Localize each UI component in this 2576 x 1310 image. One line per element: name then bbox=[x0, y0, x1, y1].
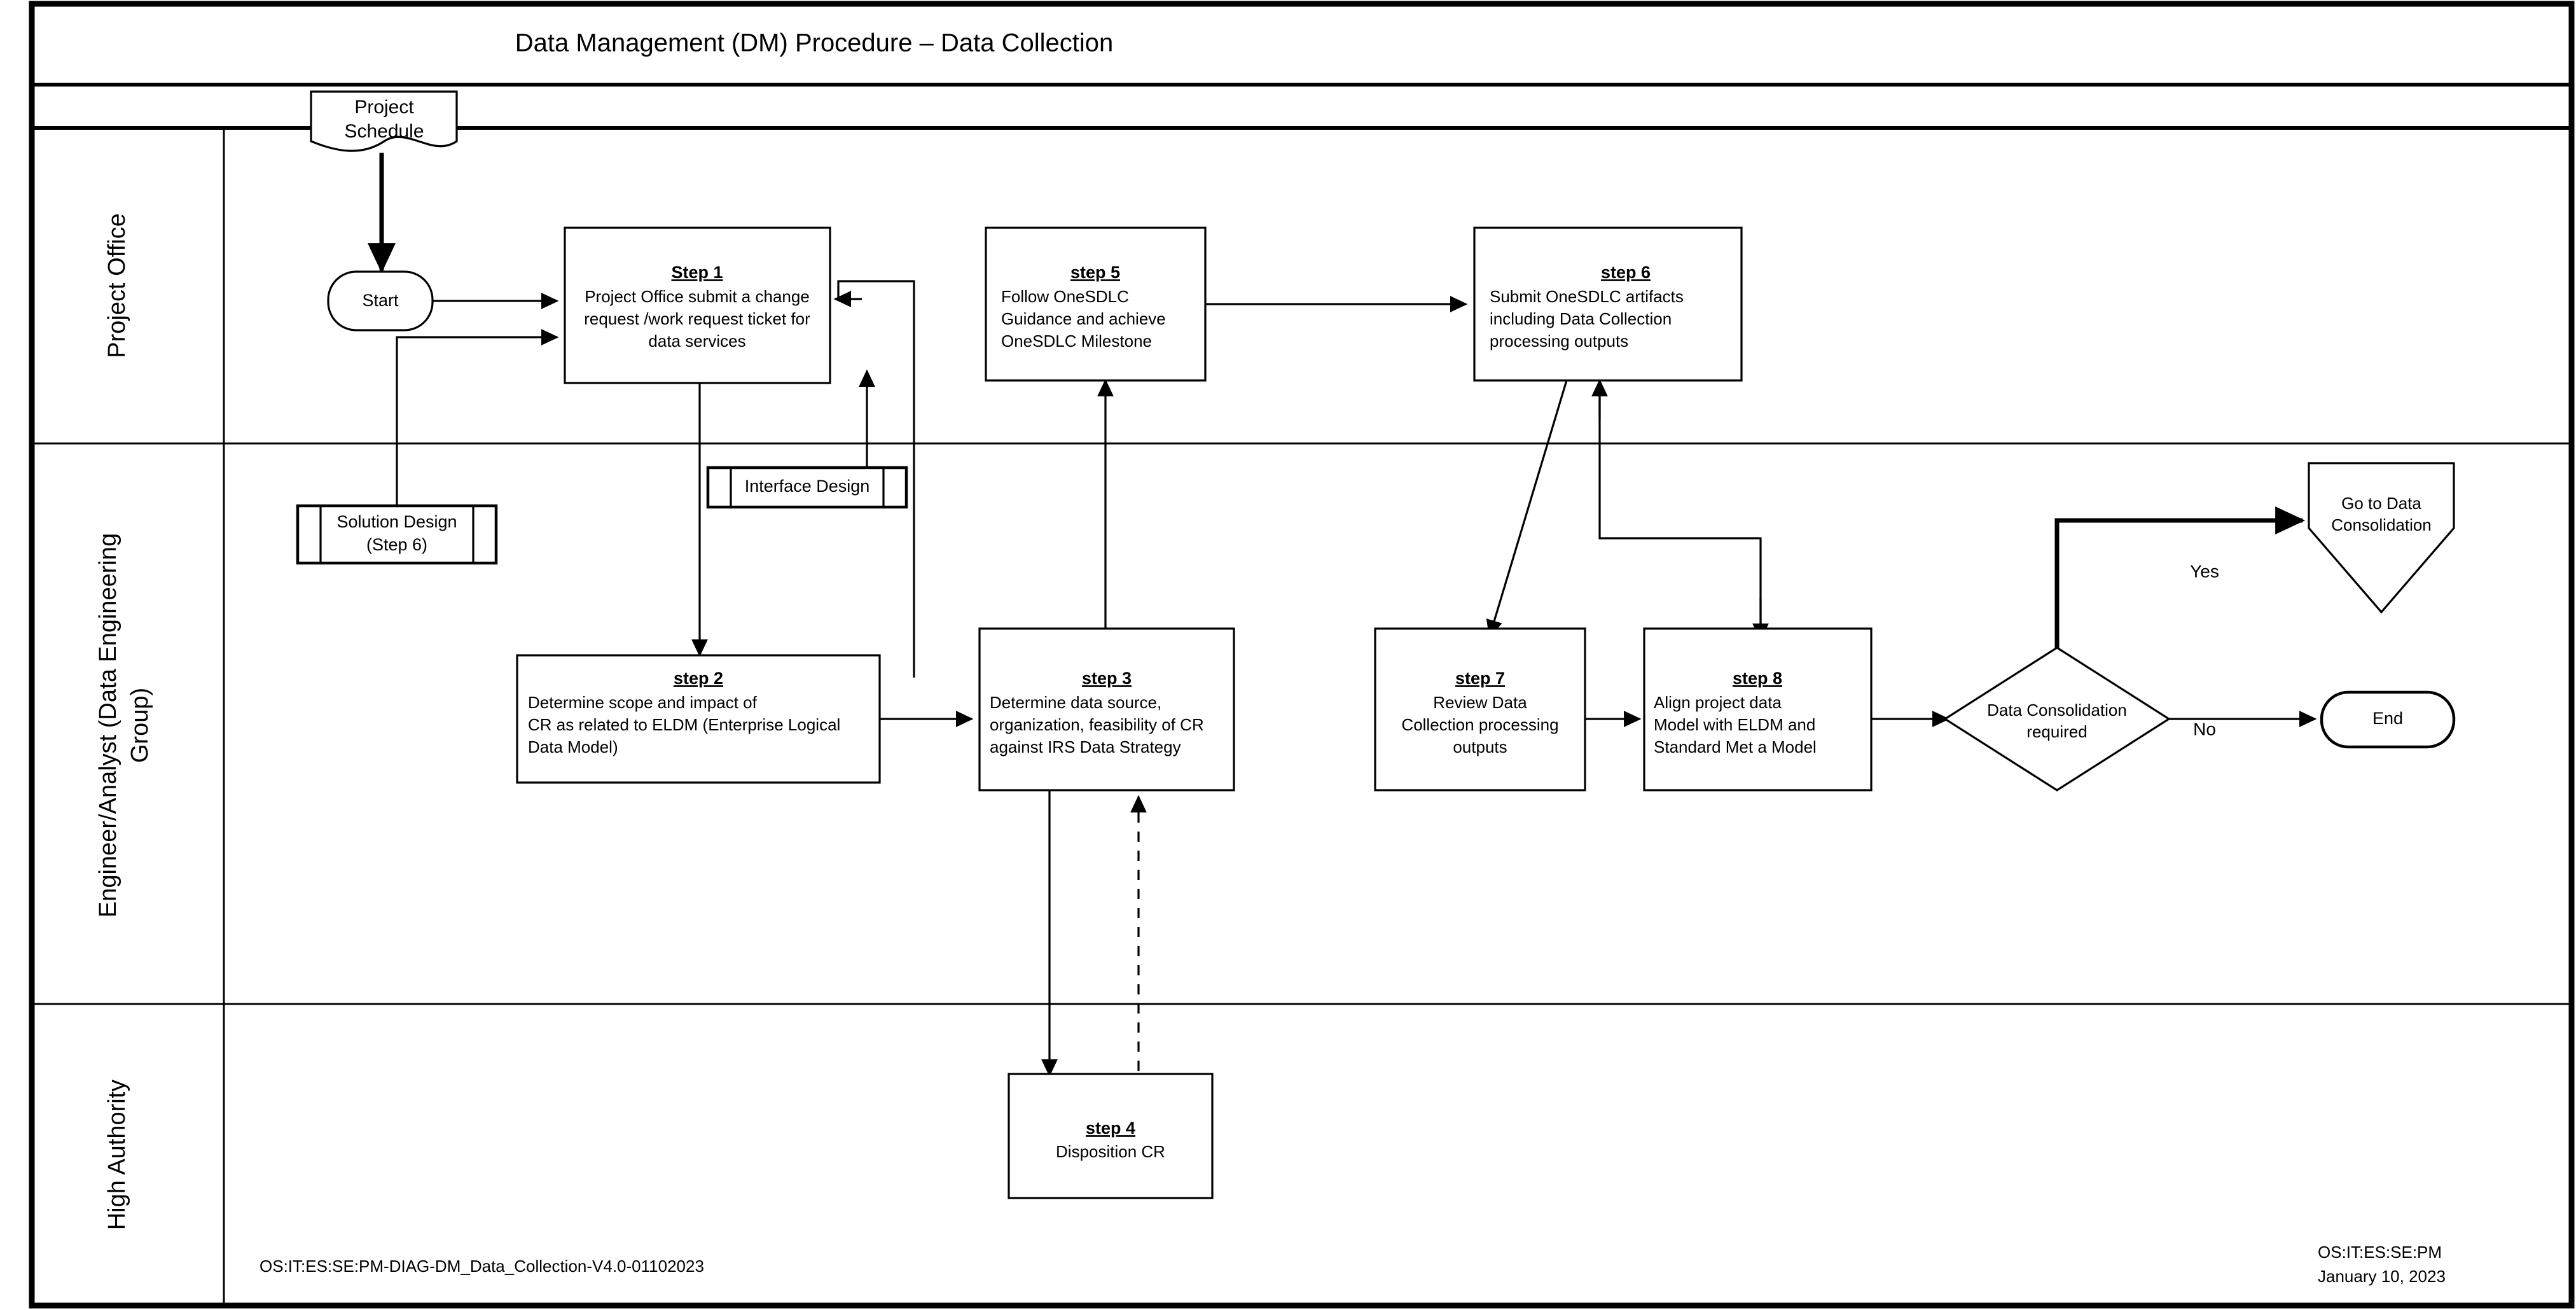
terminator-shape bbox=[2320, 690, 2456, 749]
footer-left: OS:IT:ES:SE:PM-DIAG-DM_Data_Collection-V… bbox=[260, 1257, 704, 1276]
process-shape bbox=[1473, 226, 1743, 382]
step6-line-2: including Data Collection bbox=[1490, 309, 1672, 328]
goto-line2: Consolidation bbox=[2331, 515, 2432, 534]
predefined-process-shape bbox=[296, 504, 498, 565]
node-goto-data-consolidation[interactable]: Go to Data Consolidation bbox=[2308, 462, 2455, 614]
connector-solution-design-to-step1 bbox=[396, 329, 559, 506]
step2-line-1: Determine scope and impact of bbox=[528, 693, 758, 712]
step7-line-2: Collection processing bbox=[1401, 715, 1558, 734]
process-shape bbox=[1643, 627, 1873, 791]
step3-line-3: against IRS Data Strategy bbox=[990, 737, 1181, 756]
step8-line-3: Standard Met a Model bbox=[1654, 737, 1817, 756]
step2-heading: step 2 bbox=[674, 669, 723, 688]
decision-line2: required bbox=[2026, 722, 2087, 741]
step1-heading: Step 1 bbox=[671, 263, 723, 282]
lane-label-text-line2: Group) bbox=[127, 688, 153, 763]
step8-heading: step 8 bbox=[1733, 669, 1782, 688]
connector-step3-feedback-riser bbox=[837, 280, 915, 678]
terminator-shape bbox=[327, 270, 434, 331]
end-label: End bbox=[2372, 709, 2403, 728]
process-shape bbox=[1374, 627, 1586, 791]
step6-line-1: Submit OneSDLC artifacts bbox=[1490, 287, 1684, 306]
solution-design-line2: (Step 6) bbox=[366, 535, 427, 554]
node-project-schedule[interactable]: Project Schedule bbox=[310, 90, 458, 152]
lane-label-text: High Authority bbox=[104, 1080, 130, 1230]
step8-line-2: Model with ELDM and bbox=[1654, 715, 1815, 734]
process-shape bbox=[564, 226, 831, 384]
step3-line-1: Determine data source, bbox=[990, 693, 1161, 712]
node-end[interactable]: End bbox=[2320, 690, 2456, 749]
node-step4[interactable]: step 4 Disposition CR bbox=[1008, 1073, 1214, 1199]
step4-line-1: Disposition CR bbox=[1056, 1142, 1165, 1161]
frame-outline bbox=[29, 1, 2575, 1309]
node-interface-design[interactable]: Interface Design bbox=[706, 466, 908, 509]
edge-label-yes: Yes bbox=[2190, 561, 2219, 581]
step5-line-2: Guidance and achieve bbox=[1001, 309, 1166, 328]
interface-design-line1: Interface Design bbox=[745, 477, 870, 496]
step2-line-3: Data Model) bbox=[528, 737, 618, 756]
predefined-process-shape bbox=[706, 466, 908, 509]
node-step6[interactable]: step 6 Submit OneSDLC artifacts includin… bbox=[1473, 226, 1743, 382]
node-decision-data-consolidation[interactable]: Data Consolidation required bbox=[1943, 646, 2171, 791]
start-label: Start bbox=[362, 291, 399, 310]
lane-label-text: Project Office bbox=[104, 213, 130, 358]
step2-line-2: CR as related to ELDM (Enterprise Logica… bbox=[528, 715, 840, 734]
node-start[interactable]: Start bbox=[327, 270, 434, 331]
step5-line-3: OneSDLC Milestone bbox=[1001, 331, 1152, 351]
node-step5[interactable]: step 5 Follow OneSDLC Guidance and achie… bbox=[985, 226, 1207, 382]
node-step2[interactable]: step 2 Determine scope and impact of CR … bbox=[516, 654, 881, 784]
decision-line1: Data Consolidation bbox=[1987, 700, 2127, 720]
off-page-connector-shape bbox=[2308, 462, 2455, 614]
document-shape bbox=[310, 90, 458, 152]
process-shape bbox=[978, 627, 1235, 791]
node-step1[interactable]: Step 1 Project Office submit a change re… bbox=[564, 226, 831, 384]
step4-heading: step 4 bbox=[1086, 1118, 1135, 1138]
project-schedule-line1: Project bbox=[354, 97, 414, 118]
step7-heading: step 7 bbox=[1455, 669, 1505, 688]
lane-label-high-authority: High Authority bbox=[104, 1080, 130, 1230]
node-step8[interactable]: step 8 Align project data Model with ELD… bbox=[1643, 627, 1873, 791]
decision-shape bbox=[1943, 646, 2171, 791]
step1-line-1: Project Office submit a change bbox=[585, 287, 810, 306]
footer-right-line1: OS:IT:ES:SE:PM bbox=[2318, 1243, 2442, 1262]
lane-label-project-office: Project Office bbox=[104, 213, 130, 358]
node-step3[interactable]: step 3 Determine data source, organizati… bbox=[978, 627, 1235, 791]
lane-label-text-line1: Engineer/Analyst (Data Engineering bbox=[95, 533, 121, 917]
process-shape bbox=[1008, 1073, 1214, 1199]
connectors bbox=[367, 153, 2317, 1077]
step3-line-2: organization, feasibility of CR bbox=[990, 715, 1204, 734]
step5-heading: step 5 bbox=[1070, 263, 1120, 282]
goto-line1: Go to Data bbox=[2341, 494, 2421, 513]
project-schedule-line2: Schedule bbox=[344, 121, 424, 142]
node-solution-design[interactable]: Solution Design (Step 6) bbox=[296, 504, 498, 565]
step7-line-3: outputs bbox=[1453, 737, 1507, 756]
step7-line-1: Review Data bbox=[1433, 693, 1527, 712]
step1-line-2: request /work request ticket for bbox=[584, 309, 810, 328]
process-shape bbox=[516, 654, 881, 784]
step6-heading: step 6 bbox=[1601, 263, 1651, 282]
connector-step8-to-step6 bbox=[1598, 382, 1762, 636]
lane-label-engineer-analyst: Engineer/Analyst (Data Engineering Group… bbox=[95, 533, 153, 917]
step6-line-3: processing outputs bbox=[1490, 331, 1628, 351]
connector-step6-to-step7 bbox=[1486, 380, 1568, 638]
connector-decision-yes bbox=[2054, 506, 2306, 669]
step8-line-1: Align project data bbox=[1654, 693, 1782, 712]
page-title: Data Management (DM) Procedure – Data Co… bbox=[515, 29, 1113, 57]
step3-heading: step 3 bbox=[1082, 669, 1132, 688]
solution-design-line1: Solution Design bbox=[336, 512, 457, 531]
footer-right-line2: January 10, 2023 bbox=[2318, 1267, 2446, 1286]
step1-line-3: data services bbox=[648, 331, 745, 351]
node-step7[interactable]: step 7 Review Data Collection processing… bbox=[1374, 627, 1586, 791]
step5-line-1: Follow OneSDLC bbox=[1001, 287, 1129, 306]
process-shape bbox=[985, 226, 1207, 382]
edge-label-no: No bbox=[2193, 719, 2216, 739]
